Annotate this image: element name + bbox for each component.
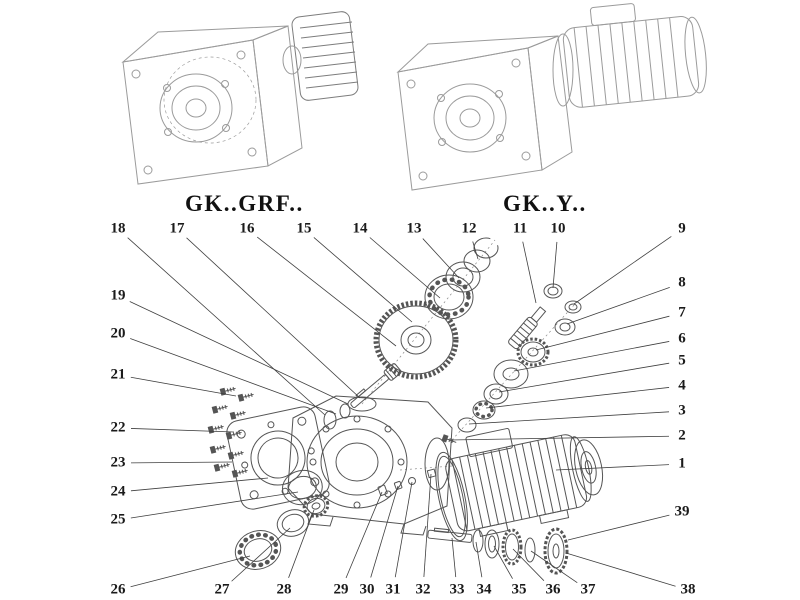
leader-line-20 (130, 338, 337, 415)
callout-35: 35 (511, 581, 527, 598)
callout-21: 21 (110, 366, 126, 383)
leader-line-16 (256, 236, 397, 347)
callout-26: 26 (110, 581, 126, 598)
leader-line-24 (130, 477, 269, 492)
callout-29: 29 (333, 581, 349, 598)
input-shaft (323, 363, 402, 430)
callout-11: 11 (512, 220, 528, 237)
leader-line-21 (130, 376, 237, 397)
callout-5: 5 (678, 352, 686, 369)
callout-31: 31 (385, 581, 401, 598)
leader-line-33 (451, 537, 457, 578)
assembled-view-grf (121, 11, 359, 185)
axis-lines (361, 239, 576, 471)
callout-34: 34 (476, 581, 492, 598)
exploded-view (207, 237, 604, 575)
leader-line-8 (566, 286, 670, 325)
model-title-y: GK..Y.. (503, 191, 587, 216)
callout-1: 1 (678, 455, 686, 472)
leader-line-6 (513, 341, 670, 372)
callout-16: 16 (239, 220, 255, 237)
leader-line-15 (313, 237, 413, 323)
leader-line-34 (475, 541, 483, 578)
callout-7: 7 (678, 304, 686, 321)
leader-line-11 (522, 241, 537, 304)
flange-bolts (207, 386, 254, 478)
callout-19: 19 (110, 287, 126, 304)
leader-lines (127, 236, 676, 588)
callout-10: 10 (550, 220, 566, 237)
leader-line-23 (130, 461, 233, 464)
leader-line-12 (472, 241, 479, 260)
callout-12: 12 (461, 220, 477, 237)
leader-line-18 (127, 237, 326, 416)
callout-13: 13 (406, 220, 422, 237)
leader-line-4 (485, 387, 670, 409)
assembled-view-y (396, 3, 707, 191)
callout-23: 23 (110, 454, 126, 471)
leader-line-25 (130, 491, 299, 519)
leader-line-22 (130, 428, 235, 433)
assembled-motor (562, 3, 707, 108)
callout-25: 25 (110, 511, 126, 528)
callout-2: 2 (678, 427, 686, 444)
pinion-stack (441, 283, 582, 444)
callout-9: 9 (678, 220, 686, 237)
callout-3: 3 (678, 402, 686, 419)
callout-4: 4 (678, 377, 686, 394)
leader-line-26 (130, 555, 251, 588)
leader-line-32 (423, 473, 432, 578)
small-fasteners (377, 468, 437, 496)
leader-line-19 (129, 301, 349, 405)
callout-15: 15 (296, 220, 312, 237)
leader-line-31 (394, 481, 413, 578)
leader-line-30 (370, 485, 399, 578)
gasket-shim (281, 469, 323, 506)
model-title-grf: GK..GRF.. (185, 191, 304, 216)
large-gear-stack (373, 237, 499, 380)
callout-8: 8 (678, 274, 686, 291)
leader-line-38 (565, 552, 676, 587)
callout-38: 38 (680, 581, 696, 598)
callout-30: 30 (359, 581, 375, 598)
callout-32: 32 (415, 581, 431, 598)
leader-line-37 (530, 550, 578, 583)
callout-24: 24 (110, 483, 126, 500)
callout-14: 14 (352, 220, 368, 237)
callout-20: 20 (110, 325, 126, 342)
leader-line-29 (345, 491, 383, 579)
leader-line-35 (493, 545, 513, 579)
leader-line-27 (231, 527, 291, 582)
leader-line-5 (498, 362, 670, 393)
leader-line-3 (468, 411, 670, 425)
output-shaft-assembly (427, 527, 569, 575)
input-cover-fins (291, 11, 359, 101)
callout-27: 27 (214, 581, 230, 598)
leader-line-9 (573, 236, 672, 305)
callout-22: 22 (110, 419, 126, 436)
callout-28: 28 (276, 581, 292, 598)
leader-line-39 (567, 514, 670, 541)
callout-36: 36 (545, 581, 561, 598)
motor (435, 428, 604, 542)
leader-line-10 (552, 241, 558, 289)
leader-line-1 (555, 464, 670, 471)
callout-33: 33 (449, 581, 465, 598)
leader-line-7 (535, 315, 670, 351)
callout-6: 6 (678, 330, 686, 347)
leader-line-2 (449, 435, 670, 441)
leader-line-13 (422, 238, 460, 279)
callout-17: 17 (169, 220, 185, 237)
output-bearing-set (234, 494, 330, 570)
leader-line-28 (288, 509, 315, 578)
callout-39: 39 (674, 503, 690, 520)
leader-line-17 (186, 237, 361, 399)
callout-18: 18 (110, 220, 126, 237)
leader-line-36 (512, 548, 545, 581)
leader-line-14 (369, 237, 441, 299)
callout-37: 37 (580, 581, 596, 598)
